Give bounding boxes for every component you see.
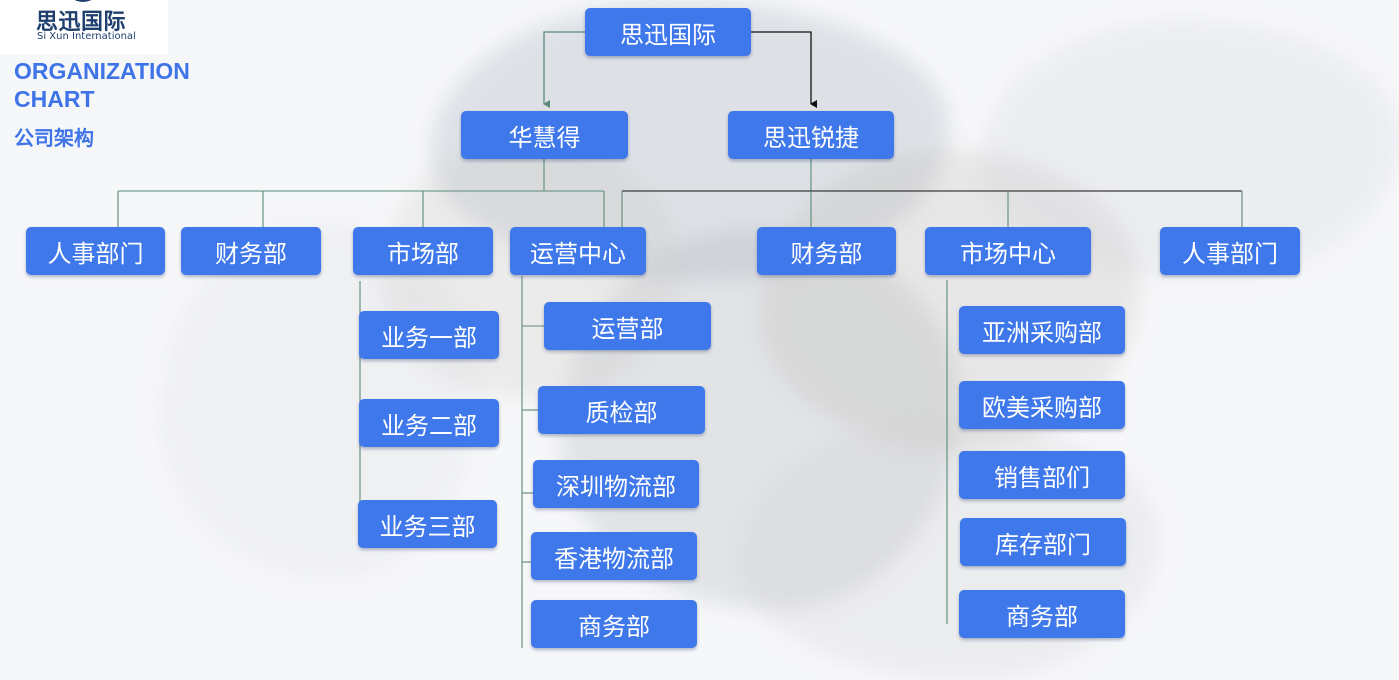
page-title-en: ORGANIZATION CHART xyxy=(14,58,190,112)
logo-name-cn: 思迅国际 xyxy=(36,10,127,35)
node-dept-finance: 财务部 xyxy=(757,227,896,275)
connector-root-to-hhd xyxy=(543,31,585,108)
node-root: 思迅国际 xyxy=(585,8,751,56)
node-dept-finance: 财务部 xyxy=(181,227,321,275)
node-company-huahuide: 华慧得 xyxy=(461,111,628,159)
node-subdept: 销售部们 xyxy=(959,451,1125,499)
connector-sxrj-branch xyxy=(621,159,1243,227)
node-subdept: 商务部 xyxy=(959,590,1125,638)
node-company-sixunruijie: 思迅锐捷 xyxy=(728,111,894,159)
node-subdept: 业务三部 xyxy=(358,500,497,548)
logo-mark-icon xyxy=(65,0,101,2)
connector-ops-subtree xyxy=(521,276,544,648)
logo-name-en: Si Xun International xyxy=(37,31,136,42)
node-subdept: 商务部 xyxy=(531,600,697,648)
node-dept-hr: 人事部门 xyxy=(26,227,165,275)
node-dept-market-center: 市场中心 xyxy=(925,227,1091,275)
node-subdept: 香港物流部 xyxy=(531,532,697,580)
connector-root-to-sxrj xyxy=(751,31,817,108)
node-subdept: 运营部 xyxy=(544,302,711,350)
node-dept-market: 市场部 xyxy=(353,227,493,275)
node-subdept: 业务二部 xyxy=(359,399,499,447)
node-subdept: 欧美采购部 xyxy=(959,381,1125,429)
connector-hhd-branch xyxy=(117,159,605,227)
node-subdept: 业务一部 xyxy=(359,311,499,359)
node-dept-operations-center: 运营中心 xyxy=(510,227,646,275)
node-subdept: 深圳物流部 xyxy=(533,460,699,508)
company-logo: 思迅国际 Si Xun International xyxy=(0,0,168,54)
node-subdept: 亚洲采购部 xyxy=(959,306,1125,354)
node-dept-hr: 人事部门 xyxy=(1160,227,1300,275)
page-title-cn: 公司架构 xyxy=(14,126,94,150)
node-subdept: 质检部 xyxy=(538,386,705,434)
node-subdept: 库存部门 xyxy=(960,518,1126,566)
